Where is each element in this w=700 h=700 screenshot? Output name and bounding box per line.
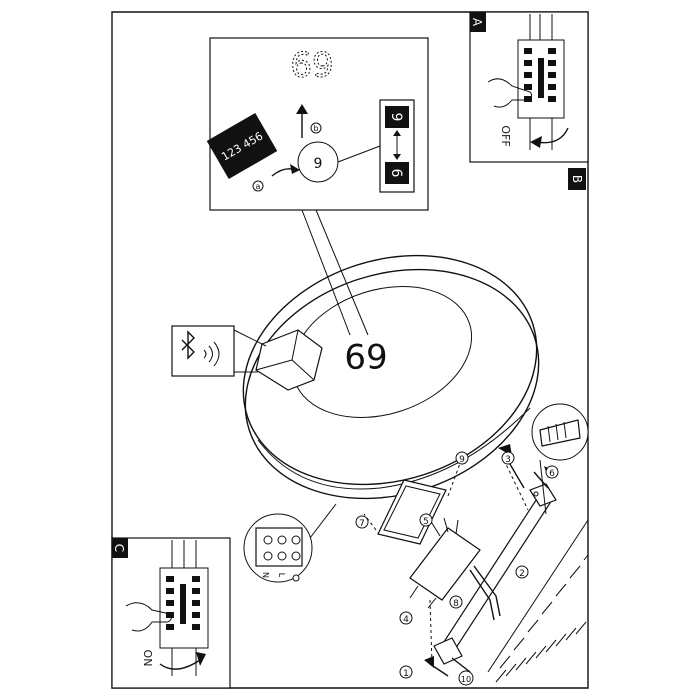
inset-c-letter: C — [112, 544, 126, 552]
assembly-guides — [363, 457, 529, 665]
callout-8: 8 — [453, 599, 459, 609]
wall-plug-detail — [531, 403, 589, 515]
callout-6: 6 — [549, 469, 555, 479]
magnet-plate — [377, 479, 447, 545]
callout-1: 1 — [403, 669, 409, 679]
callouts: 1 2 3 4 5 6 7 8 9 10 — [355, 451, 559, 686]
hand-icon — [487, 78, 533, 108]
callout-2: 2 — [519, 569, 525, 579]
signal-waves-icon — [203, 341, 220, 367]
callout-4: 4 — [403, 615, 409, 625]
wall-hatching — [487, 519, 589, 683]
led-driver — [409, 517, 501, 621]
bluetooth-icon — [181, 330, 195, 360]
inset-a-state: OFF — [499, 125, 512, 146]
hand-icon-c — [125, 602, 173, 632]
ceiling-lamp: 69 — [242, 254, 540, 500]
number-detail-box: 123 456 a 9 b 69 9 6 — [206, 37, 429, 211]
terminal-n: N — [261, 572, 270, 578]
inset-c: C ON — [111, 537, 231, 689]
callout-3: 3 — [505, 455, 511, 465]
page-frame — [111, 11, 589, 689]
mounting-bracket — [433, 483, 557, 665]
magnified-digit: 9 — [314, 156, 323, 172]
callout-5: 5 — [423, 517, 429, 527]
inset-c-state: ON — [141, 650, 154, 667]
callout-9: 9 — [459, 455, 465, 465]
mark-a: a — [256, 182, 261, 191]
tile-top: 9 — [388, 113, 404, 122]
tile-bottom: 6 — [388, 169, 404, 178]
mark-b: b — [313, 124, 318, 133]
breaker-a — [517, 14, 565, 150]
callout-7: 7 — [359, 519, 365, 529]
arrow-up-icon — [159, 659, 201, 670]
inset-a-letter: A — [470, 18, 484, 27]
inset-a: A OFF — [469, 11, 589, 163]
terminal-l: L — [277, 573, 286, 578]
lamp-digits: 69 — [344, 335, 387, 375]
inset-b-letter: B — [570, 175, 584, 183]
outline-digits: 69 — [290, 43, 333, 83]
inset-b-tag: B — [568, 168, 586, 190]
callout-10: 10 — [461, 675, 471, 684]
bluetooth-callout — [171, 325, 267, 377]
terminal-detail: N L — [243, 503, 337, 583]
